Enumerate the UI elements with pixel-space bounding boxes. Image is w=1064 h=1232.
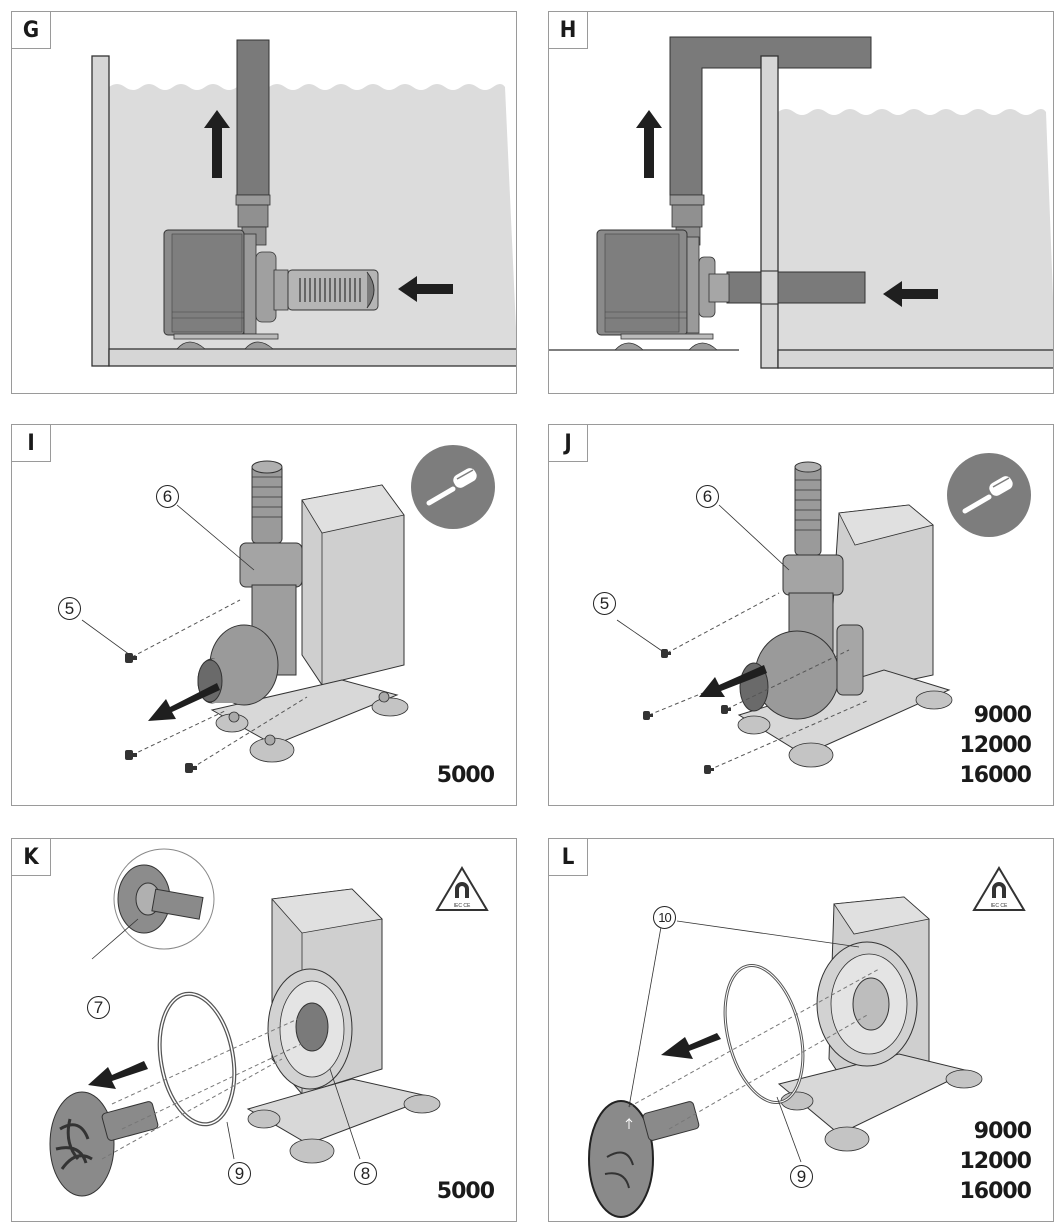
- union-nut: [782, 554, 844, 596]
- warning-icon-text: IEC CE: [991, 903, 1008, 909]
- base-plate: [246, 1078, 434, 1145]
- impeller-chamber: [852, 977, 890, 1031]
- pump-base: [173, 333, 279, 340]
- arrow-left-icon: [398, 276, 453, 302]
- pipe-connector: [235, 194, 271, 206]
- model-number: 16000: [959, 1179, 1032, 1204]
- impeller-disc: [588, 1100, 654, 1218]
- model-number: 9000: [973, 703, 1032, 728]
- impeller-removal-illustration: [49, 848, 441, 1197]
- union-nut: [239, 542, 303, 588]
- panel-label: L: [549, 839, 588, 876]
- model-number: 9000: [973, 1119, 1032, 1144]
- arrow-pull-icon: [88, 1061, 148, 1089]
- suction-foot: [945, 1069, 983, 1089]
- model-number: 16000: [959, 763, 1032, 788]
- panel-k: K IEC CE: [11, 838, 517, 1222]
- tank-wall: [91, 55, 110, 367]
- outlet-pipe: [236, 39, 270, 196]
- model-numbers: 9000 12000 16000: [959, 1117, 1032, 1207]
- external-installation-illustration: [549, 36, 1053, 369]
- tank-floor: [777, 349, 1053, 369]
- panel-i: I: [11, 424, 517, 806]
- panel-label: I: [12, 425, 51, 462]
- pump-housing-removal-illustration: [81, 460, 409, 773]
- impeller-removal-illustration: [588, 896, 983, 1218]
- callout-9: 9: [228, 1162, 251, 1185]
- pump-housing-removal-illustration: [616, 461, 953, 774]
- warning-icon-text: IEC CE: [454, 903, 471, 909]
- callout-6: 6: [156, 485, 179, 508]
- callout-5: 5: [593, 592, 616, 615]
- suction-foot: [371, 697, 409, 717]
- arrow-pull-icon: [699, 665, 767, 697]
- arrow-left-icon: [883, 281, 938, 307]
- suction-foot: [915, 690, 953, 710]
- impeller-chamber: [295, 1002, 329, 1052]
- callout-9: 9: [790, 1165, 813, 1188]
- suction-foot: [824, 1126, 870, 1152]
- screw-icon: [125, 653, 137, 663]
- suction-foot: [737, 715, 771, 735]
- submerged-installation-illustration: [91, 39, 516, 367]
- pump-foot: [614, 342, 645, 351]
- intake-pipe: [726, 271, 866, 304]
- panel-j: J 6 5: [548, 424, 1054, 806]
- tank-floor: [108, 348, 516, 367]
- callout-8: 8: [354, 1162, 377, 1185]
- model-numbers: 5000: [436, 1177, 495, 1207]
- screw-icon: [721, 705, 731, 714]
- screwdriver-icon: [947, 453, 1031, 537]
- arrow-pull-icon: [148, 683, 220, 721]
- tank-wall: [760, 55, 779, 369]
- impeller-disc: [49, 1091, 115, 1197]
- arrow-pull-icon: [661, 1033, 721, 1059]
- panel-h: H: [548, 11, 1054, 394]
- impeller-shaft: [101, 1101, 159, 1141]
- impeller-shaft: [642, 1101, 700, 1141]
- arrow-up-icon: [204, 110, 230, 178]
- callout-10: 10: [653, 906, 676, 929]
- water: [778, 109, 1053, 350]
- callout-7: 7: [87, 996, 110, 1019]
- panel-label: J: [549, 425, 588, 462]
- o-ring: [157, 991, 237, 1127]
- screw-icon: [125, 750, 137, 760]
- panel-g: G: [11, 11, 517, 394]
- model-number: 12000: [959, 1149, 1032, 1174]
- model-number: 5000: [436, 1179, 495, 1204]
- model-numbers: 5000: [436, 761, 495, 791]
- pump-base: [620, 333, 714, 340]
- screw-icon: [185, 763, 197, 773]
- screwdriver-icon: [411, 445, 495, 529]
- suction-foot: [403, 1094, 441, 1114]
- suction-foot: [788, 742, 834, 768]
- panel-label: H: [549, 12, 588, 49]
- suction-foot: [289, 1138, 335, 1164]
- magnet-warning-icon: IEC CE: [435, 866, 489, 911]
- panel-l: L IEC CE 10 9 9000 12000 16000: [548, 838, 1054, 1222]
- model-number: 12000: [959, 733, 1032, 758]
- pump-foot: [688, 342, 719, 351]
- callout-6: 6: [696, 485, 719, 508]
- model-numbers: 9000 12000 16000: [959, 701, 1032, 791]
- base-plate: [210, 679, 399, 746]
- intake-strainer: [287, 269, 379, 311]
- screw-icon: [661, 649, 671, 658]
- callout-5: 5: [58, 597, 81, 620]
- screw-icon: [704, 765, 714, 774]
- panel-label: G: [12, 12, 51, 49]
- magnet-warning-icon: IEC CE: [972, 866, 1026, 911]
- arrow-up-icon: [636, 110, 662, 178]
- model-number: 5000: [436, 763, 495, 788]
- panel-label: K: [12, 839, 51, 876]
- pump-foot: [244, 341, 275, 350]
- pump-foot: [176, 341, 207, 350]
- suction-foot: [247, 1109, 281, 1129]
- screw-icon: [643, 711, 653, 720]
